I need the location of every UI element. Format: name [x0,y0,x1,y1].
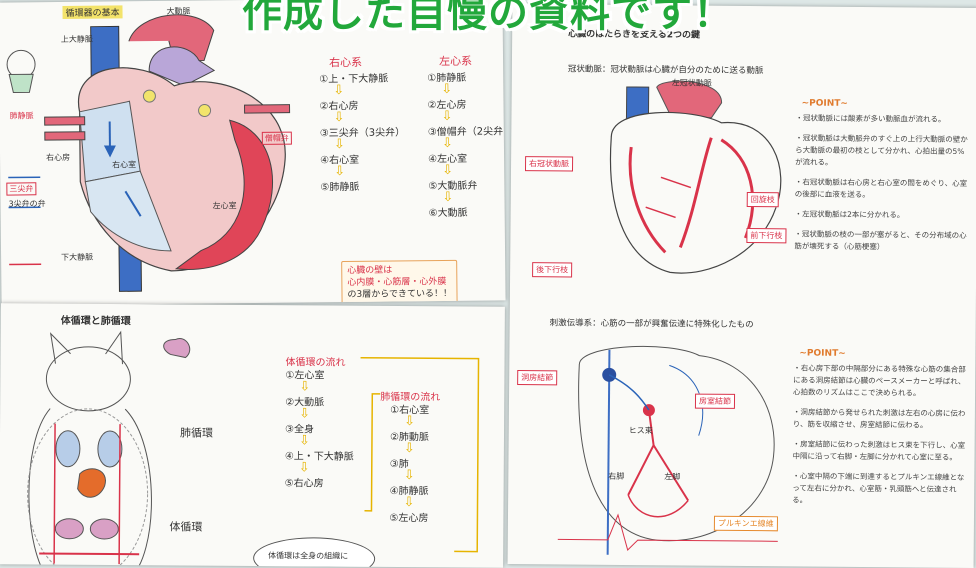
point-item: ・右冠状動脈は右心房と右心室の間をめぐり、心室の後部に血液を送る。 [795,176,971,202]
label-left-bundle: 左脚 [664,471,680,482]
flow-step: ②肺動脈 [390,429,429,441]
point-item: ・左冠状動脈は2本に分かれる。 [795,208,971,222]
label-pulmonary-vein: 肺静脈 [10,110,34,121]
label-purkinje: プルキンエ線維 [714,516,778,532]
coronary-artery-diagram [570,76,792,298]
flow-step: ⑤左心房 [389,510,428,522]
label-right-atrium: 右心房 [46,152,70,163]
flow-step: ①肺静脈 [427,69,502,82]
point-item: ・心室中隔の下端に到達するとプルキンエ線維となって左右に分かれ、心室筋・乳頭筋へ… [792,470,968,508]
left-system-column: 左心系 [439,53,472,69]
flow-step: ③三尖弁（3尖弁） [320,124,405,137]
label-right-bundle: 右脚 [608,471,624,482]
label-mitral: 僧帽弁 [262,132,292,145]
conduction-heading: 刺激伝導系：心筋の一部が興奮伝達に特殊化したもの [550,316,754,330]
pulmonary-label: 肺循環 [180,424,213,440]
flow-step: ①右心室 [390,402,429,414]
label-av-node: 房室結節 [695,394,735,409]
flow-step: ①左心室 [285,367,354,379]
flow-step: ⑤右心房 [285,475,354,487]
flow-step: ③僧帽弁（2尖弁 [428,123,503,136]
notebook-page-heart-anatomy: 循環器の基本 大動脈 上大静脈 [0,0,506,306]
point-title-2: ~POINT~ [799,348,845,358]
label-svc: 上大静脈 [61,34,93,45]
label-anterior-descending: 前下行枝 [746,228,786,243]
point-item: ・房室結節に伝わった刺激はヒス束を下行し、心室中隔に沿って右脚・左脚に分かれて心… [792,438,968,464]
point-item: ・右心房下部の中隔部分にある特殊な心筋の集合部にある洞房結節は心臓のペースメーカ… [793,362,969,400]
flow-step: ④上・下大静脈 [285,448,354,460]
flow-step: ①上・下大静脈 [319,70,404,83]
label-his-bundle: ヒス束 [629,425,653,436]
flow-step: ③肺 [390,456,429,468]
point-item: ・洞房結節から発せられた刺激は左右の心房に伝わり、筋を収縮させ、房室結節に伝わる… [793,406,969,432]
note-line: 心内膜・心筋層・心外膜 [347,276,452,289]
note-line: の3層からできている！！ [347,288,452,301]
note-box-heart-wall: 心臓の壁は 心内膜・心筋層・心外膜 の3層からできている！！ [341,260,458,305]
banner-text: 作成した自慢の資料です！ [242,0,734,36]
speech-bubble: 体循環は全身の組織に [253,537,375,568]
left-system-heading: 左心系 [439,53,472,69]
conduction-points: ・右心房下部の中隔部分にある特殊な心筋の集合部にある洞房結節は心臓のペースメーカ… [792,362,969,516]
flow-step: ④右心室 [320,151,405,164]
systemic-flow-list: ①左心室⇩②大動脈⇩③全身⇩④上・下大静脈⇩⑤右心房 [285,367,355,487]
label-circumflex: 回旋枝 [747,192,779,207]
label-left-ventricle: 左心室 [213,200,237,211]
flow-step: ④肺静脈 [390,483,429,495]
flow-step: ⑥大動脈 [429,204,504,217]
notebook-page-heart-keys: 心臓のはたらきを支える2つの鍵 冠状動脈：冠状動脈は心臓が自分のために送る動脈 … [508,4,976,568]
label-right-coronary: 右冠状動脈 [525,156,573,171]
flow-step: ⑤大動脈弁 [428,177,503,190]
flow-step: ②左心房 [427,96,502,109]
flow-step: ⑤肺静脈 [320,178,405,191]
label-tricuspid: 三尖弁 [6,182,36,195]
flow-step: ②大動脈 [285,394,354,406]
note-line: 心臓の壁は [347,264,452,277]
label-tricuspid-note: 3尖弁の弁 [8,198,45,209]
speech-bubble-text: 体循環は全身の組織に [268,550,348,562]
notebook-page-circulation: 体循環と肺循環 肺循環 体循環 体循環の流れ ①左心室⇩②大動脈⇩③全身⇩④上・… [0,303,505,568]
label-sa-node: 洞房結節 [517,370,557,385]
flow-step: ③全身 [285,421,354,433]
point-item: ・冠状動脈の枝の一部が塞がると、その分布域の心筋が壊死する（心筋梗塞） [794,228,970,254]
label-posterior-descending: 後下行枝 [532,262,572,277]
coronary-heading: 冠状動脈：冠状動脈は心臓が自分のために送る動脈 [568,62,764,76]
flow-step: ②右心房 [319,97,404,110]
right-system-heading: 右心系 [329,54,362,70]
label-ivc: 下大静脈 [61,252,93,263]
label-right-ventricle: 右心室 [112,159,136,170]
coronary-points: ・冠状動脈には酸素が多い動脈血が流れる。・冠状動脈は大動脈弁のすぐ上の上行大動脈… [794,112,971,262]
point-title-1: ~POINT~ [802,99,848,109]
label-left-coronary: 左冠状動脈 [672,77,712,88]
pulmonary-flow-list: ①右心室⇩②肺動脈⇩③肺⇩④肺静脈⇩⑤左心房 [389,402,429,522]
point-item: ・冠状動脈には酸素が多い動脈血が流れる。 [795,112,971,126]
systemic-label: 体循環 [169,518,202,534]
right-system-list: ①上・下大静脈⇩②右心房⇩③三尖弁（3尖弁）⇩④右心室⇩⑤肺静脈 [319,70,406,191]
left-system-list: ①肺静脈⇩②左心房⇩③僧帽弁（2尖弁⇩④左心室⇩⑤大動脈弁⇩⑥大動脈 [427,69,504,217]
flow-step: ④左心室 [428,150,503,163]
point-item: ・冠状動脈は大動脈弁のすぐ上の上行大動脈の壁から大動脈の最初の枝として分かれ、心… [795,132,971,170]
banner: 作成した自慢の資料です！ [0,0,976,22]
